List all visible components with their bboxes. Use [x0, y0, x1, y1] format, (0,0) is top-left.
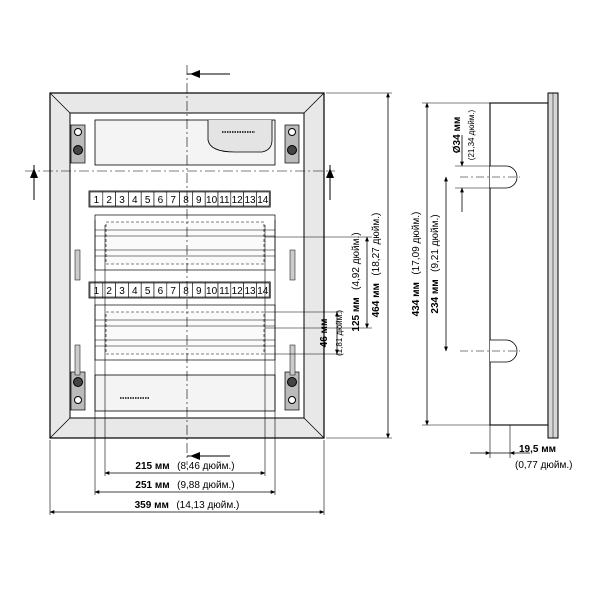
side-view-dimensions: 434 мм (17,09 дюйм.) 234 мм (9,21 дюйм.)… [406, 102, 572, 471]
dim-234-note: (9,21 дюйм.) [430, 214, 441, 271]
terminal-number: 8 [183, 286, 189, 297]
terminal-number: 6 [158, 195, 164, 206]
svg-text:125 мм (4,92 дюйм.): 125 мм (4,92 дюйм.) [346, 232, 363, 331]
dim-359-note: (14,13 дюйм.) [176, 500, 239, 511]
dim-46-note: (1,81 дюйм.) [335, 310, 344, 356]
terminal-number: 1 [94, 195, 100, 206]
terminal-number: 5 [145, 195, 151, 206]
bottom-cover [94, 374, 276, 412]
terminal-number: 5 [145, 286, 151, 297]
terminal-number: 12 [232, 195, 244, 206]
terminal-number: 3 [119, 286, 125, 297]
dim-251-value: 251 мм [135, 480, 169, 491]
terminal-number: 1 [94, 286, 100, 297]
label-pocket [207, 120, 273, 153]
terminal-number: 6 [158, 286, 164, 297]
dim-195-value: 19,5 мм [519, 444, 556, 455]
corner-fixing-tl [70, 124, 86, 164]
terminal-number: 13 [244, 195, 256, 206]
dim-215-note: (8,46 дюйм.) [177, 461, 234, 472]
terminal-number: 7 [170, 195, 176, 206]
terminal-number: 4 [132, 286, 138, 297]
height-dimensions-front: 464 мм (18,27 дюйм.) 125 мм (4,92 дюйм.)… [265, 92, 392, 439]
svg-text:359 мм (14,13 дюйм.): 359 мм (14,13 дюйм.) [135, 495, 240, 512]
dim-464-note: (18,27 дюйм.) [371, 213, 382, 276]
svg-text:464 мм (18,27 дюйм.): 464 мм (18,27 дюйм.) [366, 213, 383, 318]
dim-195-note: (0,77 дюйм.) [515, 460, 572, 471]
corner-fixing-bl [70, 371, 86, 411]
width-dimensions: 215 мм (8,46 дюйм.) 251 мм (9,88 дюйм.) … [49, 220, 325, 515]
terminal-number: 8 [183, 195, 189, 206]
dim-215-value: 215 мм [135, 461, 169, 472]
dim-234-value: 234 мм [430, 279, 441, 313]
terminal-number: 14 [257, 195, 269, 206]
terminal-number: 3 [119, 195, 125, 206]
dim-d34-note: (21,34 дюйм.) [467, 109, 476, 160]
side-view [460, 92, 559, 439]
terminal-number: 4 [132, 195, 138, 206]
terminal-number: 12 [232, 286, 244, 297]
terminal-cell [256, 282, 270, 298]
terminal-number: 11 [219, 286, 230, 297]
dim-359-value: 359 мм [135, 500, 169, 511]
terminal-number: 14 [257, 286, 269, 297]
terminal-number: 2 [106, 195, 112, 206]
dim-125-value: 125 мм [351, 297, 362, 331]
terminal-number: 13 [244, 286, 256, 297]
terminal-number: 10 [206, 286, 218, 297]
terminal-cell [256, 191, 270, 207]
dim-d34-value: Ø34 мм [452, 117, 463, 153]
svg-text:234 мм (9,21 дюйм.): 234 мм (9,21 дюйм.) [425, 214, 442, 313]
terminal-number: 11 [219, 195, 230, 206]
dim-125-note: (4,92 дюйм.) [351, 232, 362, 289]
dim-46-value: 46 мм [319, 319, 330, 348]
dim-434-value: 434 мм [411, 282, 422, 316]
corner-fixing-tr [284, 124, 300, 164]
svg-text:251 мм (9,88 дюйм.): 251 мм (9,88 дюйм.) [135, 475, 234, 492]
dim-464-value: 464 мм [371, 283, 382, 317]
dim-434-note: (17,09 дюйм.) [411, 212, 422, 275]
svg-text:434 мм (17,09 дюйм.): 434 мм (17,09 дюйм.) [406, 212, 423, 317]
terminal-number: 9 [196, 286, 202, 297]
terminal-number: 7 [170, 286, 176, 297]
terminal-number: 9 [196, 195, 202, 206]
terminal-number: 2 [106, 286, 112, 297]
dim-251-note: (9,88 дюйм.) [177, 480, 234, 491]
terminal-number: 10 [206, 195, 218, 206]
side-body [489, 102, 549, 426]
corner-fixing-br [284, 371, 300, 411]
svg-text:215 мм (8,46 дюйм.): 215 мм (8,46 дюйм.) [135, 456, 234, 473]
